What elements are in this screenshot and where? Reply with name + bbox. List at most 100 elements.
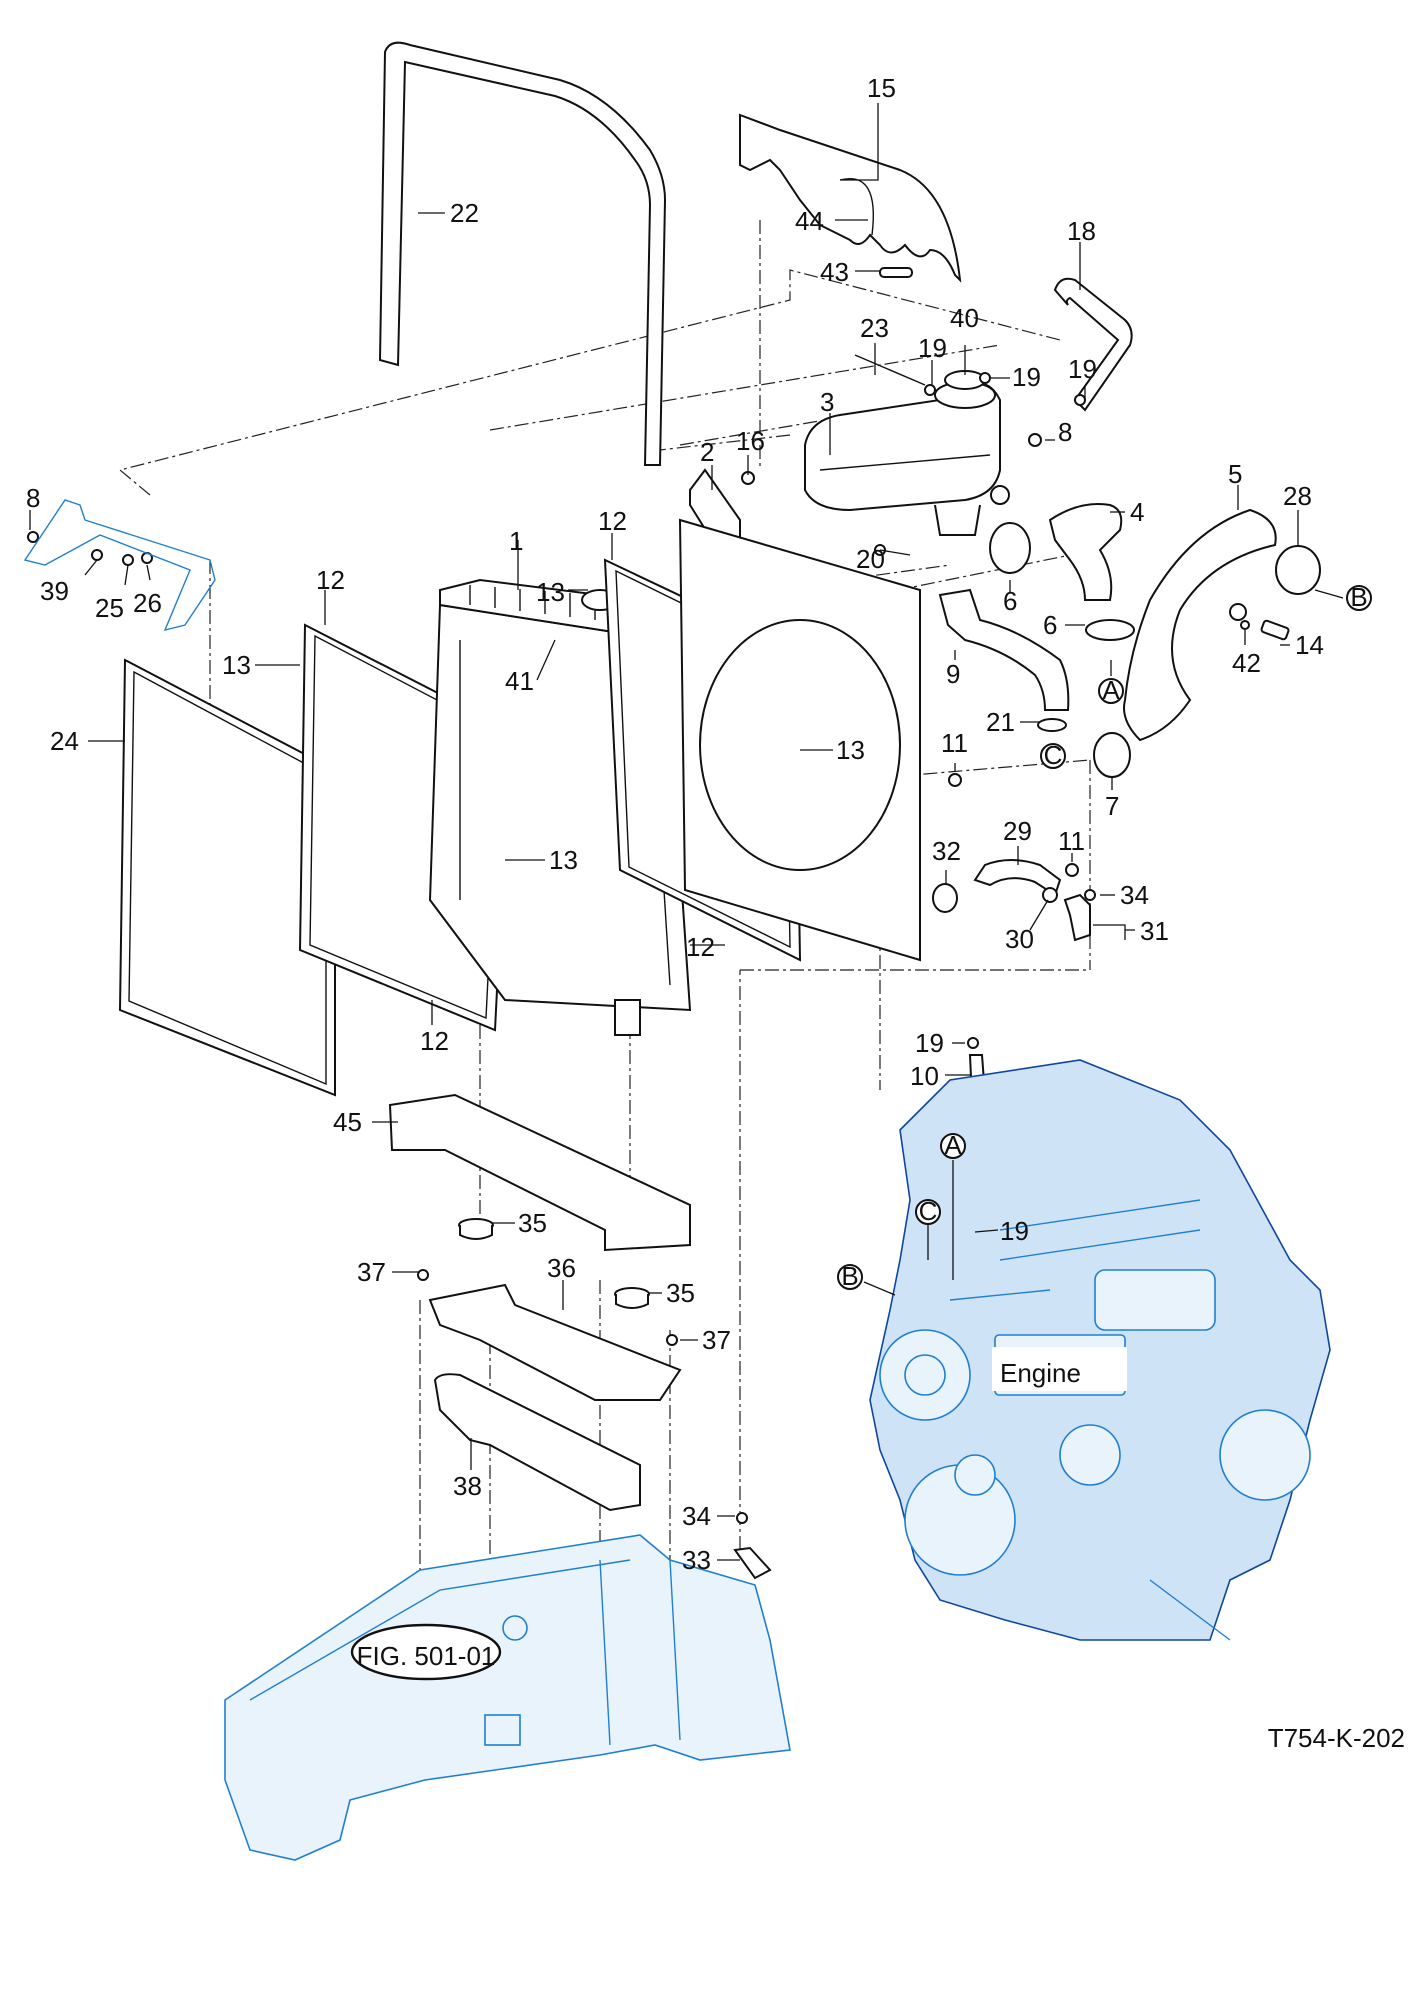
- callout-18: 18: [1067, 216, 1096, 246]
- marker-b-top-text: B: [1350, 582, 1367, 612]
- part-18-overflow-hose: [1053, 277, 1133, 412]
- part-22-top-seal: [378, 41, 667, 466]
- part-21-ring: [1037, 718, 1067, 732]
- part-fan-shroud: [678, 518, 921, 962]
- callout-12left: 12: [316, 565, 345, 595]
- part-29-hose: [973, 859, 1062, 897]
- bolt-34-a: [1084, 889, 1096, 901]
- callout-12top: 12: [598, 506, 627, 536]
- bolt-8-right: [1028, 433, 1042, 447]
- part-3-expansion-tank: [804, 381, 1010, 536]
- callout-40: 40: [950, 303, 979, 333]
- part-6-clamp-upper: [989, 522, 1031, 574]
- callout-38: 38: [453, 1471, 482, 1501]
- part-24-screen: [118, 658, 336, 1097]
- callout-37a: 37: [357, 1257, 386, 1287]
- part-31-fitting: [1063, 893, 1091, 942]
- part-33-bracket: [733, 1546, 772, 1580]
- part-45-pad: [388, 1093, 691, 1252]
- callout-37b: 37: [702, 1325, 731, 1355]
- marker-b-top: [1346, 585, 1372, 611]
- callout-33: 33: [682, 1545, 711, 1575]
- callout-10: 10: [910, 1061, 939, 1091]
- marker-b-engine-text: B: [841, 1261, 858, 1291]
- marker-a-engine: [940, 1133, 966, 1159]
- engine-label: Engine: [992, 1347, 1127, 1391]
- callout-9: 9: [946, 659, 960, 689]
- callout-35a: 35: [518, 1208, 547, 1238]
- callout-34b: 34: [682, 1501, 711, 1531]
- callout-20: 20: [856, 544, 885, 574]
- part-23-rod: [854, 354, 926, 386]
- marker-a-engine-text: A: [944, 1130, 962, 1160]
- callout-13top: 13: [536, 577, 565, 607]
- bolt-39: [91, 549, 103, 561]
- callout-15: 15: [867, 73, 896, 103]
- bolt-19-b: [979, 372, 991, 384]
- callout-30: 30: [1005, 924, 1034, 954]
- bolt-19-c: [1074, 394, 1086, 406]
- callout-12mid: 12: [686, 932, 715, 962]
- part-5-lower-hose: [1123, 508, 1277, 742]
- marker-a-top-text: A: [1102, 675, 1120, 705]
- bolt-19-d: [967, 1037, 979, 1049]
- part-9-hose: [938, 588, 1070, 711]
- callout-42: 42: [1232, 648, 1261, 678]
- callout-39: 39: [40, 576, 69, 606]
- callout-6b: 6: [1043, 610, 1057, 640]
- callout-13mid: 13: [836, 735, 865, 765]
- callout-11b: 11: [1058, 826, 1085, 856]
- connection-markers: A C B A C B: [837, 582, 1372, 1296]
- bolt-25: [122, 554, 134, 566]
- callout-22: 22: [450, 198, 479, 228]
- chassis-frame: [224, 1534, 791, 1861]
- callout-8r: 8: [1058, 417, 1072, 447]
- part-6-clamp-lower: [1085, 619, 1135, 641]
- part-28-clamp: [1275, 545, 1321, 595]
- part-35-mount-upper: [458, 1218, 494, 1240]
- bolt-19-a: [924, 384, 936, 396]
- bolt-34-b: [736, 1512, 748, 1524]
- part-43-clip: [879, 267, 913, 278]
- callout-24: 24: [50, 726, 79, 756]
- marker-b-engine: [837, 1264, 863, 1290]
- fasteners: [27, 372, 1250, 1524]
- part-7-clamp: [1093, 732, 1131, 778]
- callout-2: 2: [700, 437, 714, 467]
- figure-reference: FIG. 501-01: [350, 1623, 502, 1681]
- callout-19d: 19: [915, 1028, 944, 1058]
- callout-13rad: 13: [549, 845, 578, 875]
- part-44-grommet: [839, 178, 874, 236]
- callout-45: 45: [333, 1107, 362, 1137]
- callout-35b: 35: [666, 1278, 695, 1308]
- callout-12bot: 12: [420, 1026, 449, 1056]
- marker-c-engine-text: C: [919, 1196, 938, 1226]
- callout-44: 44: [795, 206, 824, 236]
- part-38-pad: [433, 1373, 641, 1512]
- callout-11a: 11: [941, 728, 968, 758]
- bolt-8-left: [27, 531, 39, 543]
- callout-3: 3: [820, 387, 834, 417]
- callout-5: 5: [1228, 459, 1242, 489]
- marker-c-engine: [915, 1199, 941, 1225]
- callout-26: 26: [133, 588, 162, 618]
- callout-19a: 19: [918, 333, 947, 363]
- part-15-shroud-cover: [739, 113, 962, 283]
- callout-36: 36: [547, 1253, 576, 1283]
- callout-4: 4: [1130, 497, 1144, 527]
- drawing-code: T754-K-202: [1268, 1723, 1405, 1753]
- part-30-washer: [1042, 887, 1058, 903]
- bolt-37-a: [417, 1269, 429, 1281]
- callout-41: 41: [505, 666, 534, 696]
- callout-23: 23: [860, 313, 889, 343]
- callout-43: 43: [820, 257, 849, 287]
- bolt-42: [1240, 620, 1250, 630]
- callout-32: 32: [932, 836, 961, 866]
- figure-reference-text: FIG. 501-01: [357, 1641, 496, 1671]
- marker-c-top: [1040, 743, 1066, 769]
- part-4-upper-hose: [1048, 503, 1123, 601]
- part-36-plate: [428, 1283, 682, 1401]
- callout-1: 1: [509, 526, 523, 556]
- callout-8l: 8: [26, 483, 40, 513]
